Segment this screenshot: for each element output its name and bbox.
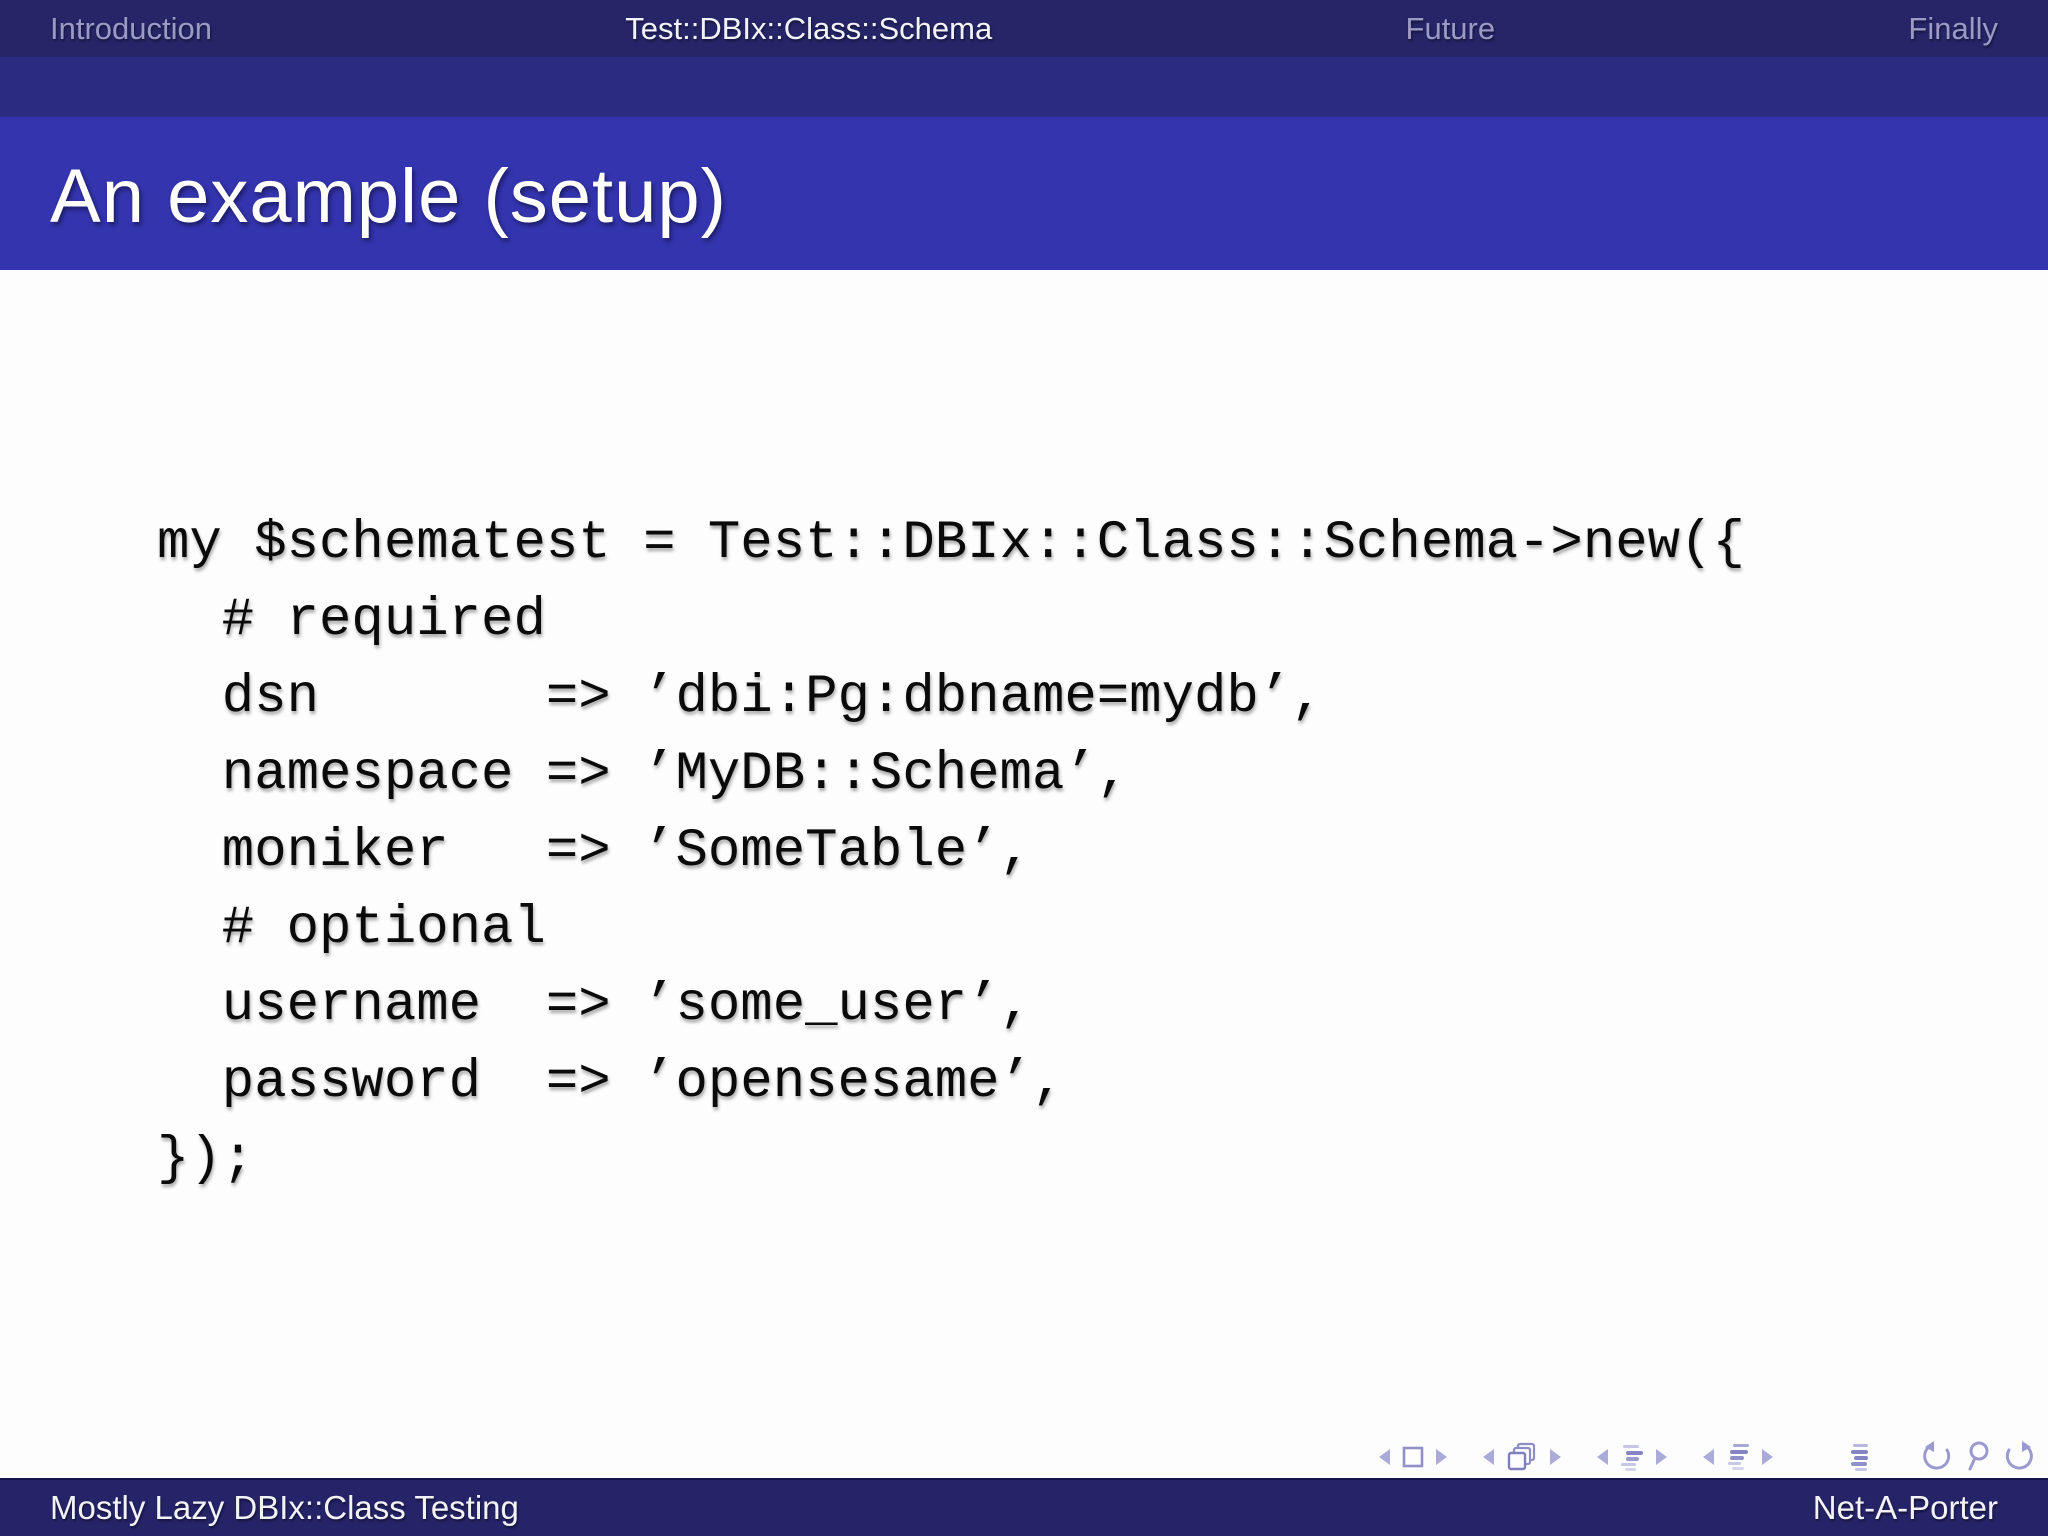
utility-nav-group <box>1920 1441 2036 1473</box>
code-block: my $schematest = Test::DBIx::Class::Sche… <box>157 505 1745 1198</box>
slide-next-icon[interactable] <box>1435 1448 1448 1466</box>
subsection-nav-group <box>1596 1443 1668 1471</box>
subsection-next-icon[interactable] <box>1655 1448 1668 1466</box>
section-nav-item-future[interactable]: Future <box>1405 10 1496 46</box>
document-nav-group <box>1846 1443 1870 1471</box>
code-line: my $schematest = Test::DBIx::Class::Sche… <box>157 513 1745 574</box>
section-nav-item-finally[interactable]: Finally <box>1908 10 1998 46</box>
subsection-bar <box>0 57 2048 117</box>
section-nav-item-test-dbix-class-schema[interactable]: Test::DBIx::Class::Schema <box>625 10 993 46</box>
history-forward-icon[interactable] <box>2002 1441 2036 1473</box>
footline: Mostly Lazy DBIx::Class Testing Net-A-Po… <box>0 1478 2048 1536</box>
search-icon[interactable] <box>1965 1441 1991 1473</box>
frame-title: An example (setup) <box>50 154 727 239</box>
footer-left-title: Mostly Lazy DBIx::Class Testing <box>50 1489 519 1526</box>
subsection-prev-icon[interactable] <box>1596 1448 1609 1466</box>
section-prev-icon[interactable] <box>1702 1448 1715 1466</box>
frame-stack-icon[interactable] <box>1506 1442 1538 1472</box>
code-line: # required <box>157 590 546 651</box>
history-back-icon[interactable] <box>1920 1441 1954 1473</box>
slide-prev-icon[interactable] <box>1378 1448 1391 1466</box>
frame-next-icon[interactable] <box>1549 1448 1562 1466</box>
section-nav: Introduction Test::DBIx::Class::Schema Fut… <box>0 0 2048 57</box>
code-line: dsn => ’dbi:Pg:dbname=mydb’, <box>157 667 1324 728</box>
code-line: password => ’opensesame’, <box>157 1052 1065 1113</box>
section-list-icon[interactable] <box>1726 1443 1750 1471</box>
frametitle-bar: An example (setup) <box>0 117 2048 270</box>
footer-right-brand: Net-A-Porter <box>1812 1489 1998 1526</box>
section-nav-group <box>1702 1443 1774 1471</box>
frame-prev-icon[interactable] <box>1482 1448 1495 1466</box>
code-line: moniker => ’SomeTable’, <box>157 821 1032 882</box>
subsection-list-icon[interactable] <box>1620 1443 1644 1471</box>
section-next-icon[interactable] <box>1761 1448 1774 1466</box>
code-line: namespace => ’MyDB::Schema’, <box>157 744 1130 805</box>
slide-icon[interactable] <box>1402 1446 1424 1468</box>
document-icon[interactable] <box>1846 1443 1870 1471</box>
section-nav-item-introduction[interactable]: Introduction <box>50 10 212 46</box>
frame-nav-group <box>1482 1442 1562 1472</box>
beamer-nav-symbols <box>1378 1436 2036 1478</box>
slide-nav-group <box>1378 1446 1448 1468</box>
code-line: }); <box>157 1129 255 1190</box>
code-line: # optional <box>157 898 546 959</box>
code-line: username => ’some_user’, <box>157 975 1032 1036</box>
